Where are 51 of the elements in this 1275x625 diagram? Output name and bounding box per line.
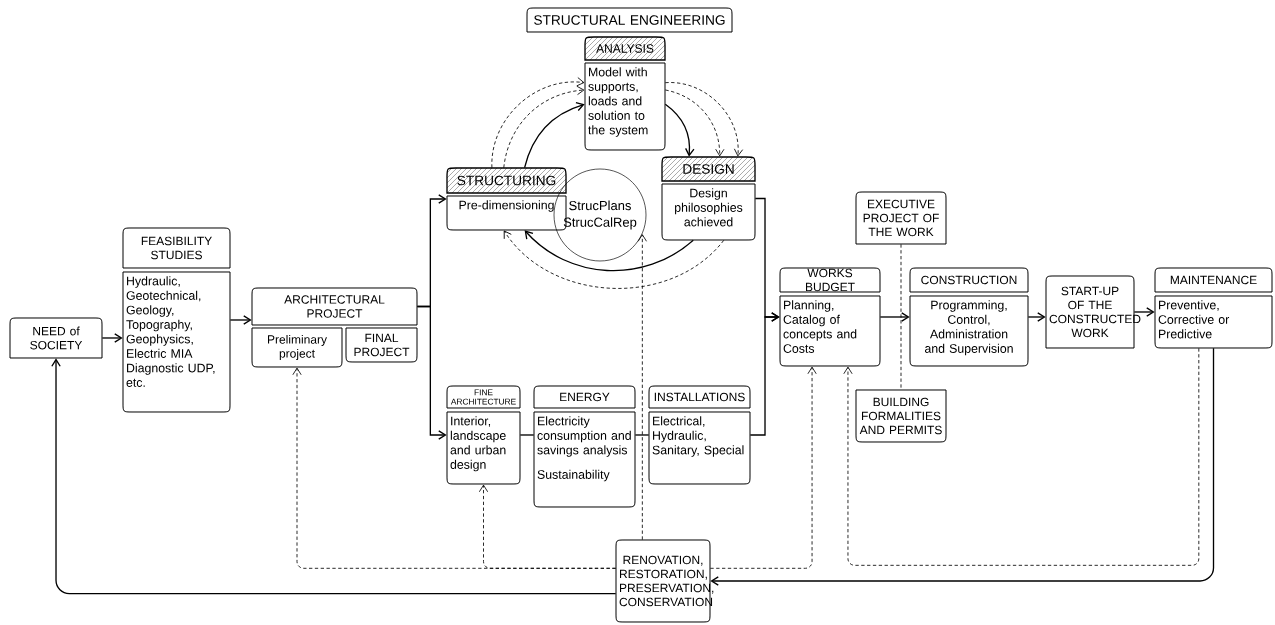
- arrow: [229, 315, 252, 325]
- arrow: [749, 312, 780, 436]
- process-box: FINAL PROJECT: [345, 327, 418, 363]
- process-box: CONSTRUCTION Programming, Control, Administration and Supervision: [909, 267, 1029, 367]
- process-box: INSTALLATIONS Electrical, Hydraulic, Sanitary, Special: [648, 385, 751, 485]
- arrow: [101, 333, 123, 343]
- heading-tab: STRUCTURAL ENGINEERING: [526, 7, 733, 33]
- process-box: ENERGY Electricity consumption and savings analysis Sustainability: [533, 385, 636, 508]
- process-box: FINE ARCHITECTURE Interior, landscape and urban design: [446, 385, 521, 485]
- feedback-arrow: [709, 366, 817, 569]
- arrow: [879, 312, 910, 322]
- process-box: WORKS BUDGET Planning, Catalog of concepts and Costs: [779, 267, 881, 367]
- process-box: ARCHITECTURAL PROJECT: [251, 287, 418, 326]
- feedback-arrow: [491, 77, 585, 169]
- node-label: CONSTRUCTION: [921, 275, 1017, 285]
- process-box: FEASIBILITY STUDIES Hydraulic, Geotechnical, Geology, Topography, Geophysics, Electric MIA Diagnostic UDP, etc.: [122, 227, 231, 413]
- node-label: INSTALLATIONS: [654, 392, 745, 402]
- arrow: [523, 101, 585, 169]
- process-box: Preliminary project: [251, 327, 343, 368]
- process-box: NEED of SOCIETY: [9, 317, 103, 359]
- process-box: DESIGN Design philosophies achieved: [661, 156, 756, 241]
- feedback-arrow: [843, 347, 1200, 566]
- node-label: DESIGN: [683, 164, 734, 174]
- feedback-arrow: [664, 89, 725, 157]
- node-label: WORKS BUDGET: [806, 268, 855, 292]
- connector-line: [634, 434, 650, 436]
- feedback-arrow: [637, 234, 647, 541]
- process-box: START-UP OF THE CONSTRUCTED WORK: [1045, 275, 1141, 349]
- node-label: FINE ARCHITECTURE: [450, 389, 516, 405]
- node-label: ENERGY: [560, 392, 610, 402]
- arrow: [1027, 312, 1046, 322]
- node-label: STRUCTURING: [457, 175, 556, 186]
- process-box: MAINTENANCE Preventive, Corrective or Predictive: [1154, 267, 1273, 349]
- arrow: [1133, 307, 1155, 317]
- note-box: EXECUTIVE PROJECT OF THE WORK: [855, 191, 947, 245]
- node-label: MAINTENANCE: [1170, 275, 1257, 285]
- process-box: ANALYSIS Model with supports, loads and solution to the system: [584, 36, 666, 151]
- feedback-arrow: [478, 484, 617, 569]
- arrow: [710, 347, 1215, 586]
- connector-line: [519, 434, 535, 436]
- arrow: [51, 358, 617, 595]
- arrow: [416, 305, 447, 440]
- feedback-arrow: [503, 85, 585, 169]
- node-label: FEASIBILITY STUDIES: [141, 236, 212, 260]
- arrow: [664, 103, 695, 157]
- feedback-arrow: [503, 230, 725, 289]
- feedback-arrow: [664, 82, 744, 157]
- process-box: RENOVATION, RESTORATION, PRESERVATION, CONSERVATION: [615, 539, 714, 623]
- note-box: BUILDING FORMALITIES AND PERMITS: [855, 389, 947, 443]
- arrow: [524, 230, 694, 272]
- node-label: ANALYSIS: [596, 44, 654, 53]
